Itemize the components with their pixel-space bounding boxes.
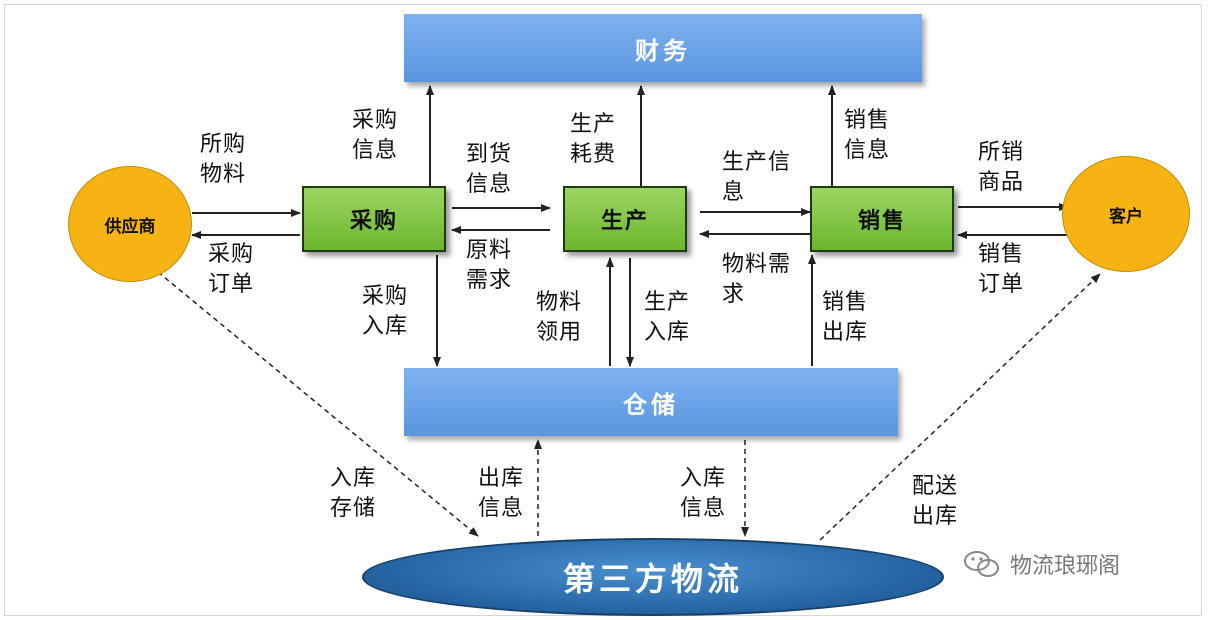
outbound-info-label: 出库 信息 xyxy=(478,466,525,521)
third-party-logistics-label: 第三方物流 xyxy=(562,560,743,598)
finance-box: 财务 xyxy=(404,14,922,82)
inbound-info-label: 入库 信息 xyxy=(680,466,727,521)
purchase-node: 采购 xyxy=(302,186,446,252)
warehouse-label: 仓储 xyxy=(623,390,679,419)
sold-goods-label: 所销 商品 xyxy=(978,140,1025,195)
finance-label: 财务 xyxy=(635,36,691,65)
production-info-label: 生产信 息 xyxy=(722,150,792,205)
watermark: 物流琅琊阁 xyxy=(962,548,1120,580)
supplier-circle: 供应商 xyxy=(68,166,192,282)
sales-order-label: 销售 订单 xyxy=(978,242,1025,297)
purchase-info-label: 采购 信息 xyxy=(352,108,399,163)
inbound-storage-label: 入库 存储 xyxy=(330,466,377,521)
dashed-logistics-to-customer xyxy=(819,273,1101,541)
sales-node: 销售 xyxy=(810,186,954,252)
third-party-logistics-ellipse: 第三方物流 xyxy=(362,538,944,616)
warehouse-box: 仓储 xyxy=(404,368,898,436)
production-inbound-label: 生产 入库 xyxy=(644,290,691,345)
dashed-supplier-to-logistics xyxy=(157,271,479,537)
delivery-outbound-label: 配送 出库 xyxy=(912,474,959,529)
watermark-text: 物流琅琊阁 xyxy=(1010,554,1121,579)
arrival-info-label: 到货 信息 xyxy=(466,142,513,197)
production-label: 生产 xyxy=(600,209,649,234)
raw-material-demand-label: 原料 需求 xyxy=(466,238,513,293)
material-requisition-label: 物料 领用 xyxy=(536,290,583,345)
production-cost-label: 生产 耗费 xyxy=(570,112,617,167)
purchase-order-label: 采购 订单 xyxy=(208,242,255,297)
purchase-label: 采购 xyxy=(349,209,398,234)
production-node: 生产 xyxy=(563,186,687,252)
wechat-icon xyxy=(964,551,999,577)
sales-info-label: 销售 信息 xyxy=(844,108,891,163)
supplier-label: 供应商 xyxy=(104,216,156,237)
material-demand-label: 物料需 求 xyxy=(722,252,792,307)
customer-label: 客户 xyxy=(1109,206,1143,227)
sales-label: 销售 xyxy=(857,209,906,234)
purchase-inbound-label: 采购 入库 xyxy=(362,284,409,339)
purchased-materials-label: 所购 物料 xyxy=(200,132,247,187)
customer-circle: 客户 xyxy=(1062,156,1190,272)
diagram-frame xyxy=(4,4,1202,616)
sales-outbound-label: 销售 出库 xyxy=(822,290,869,345)
